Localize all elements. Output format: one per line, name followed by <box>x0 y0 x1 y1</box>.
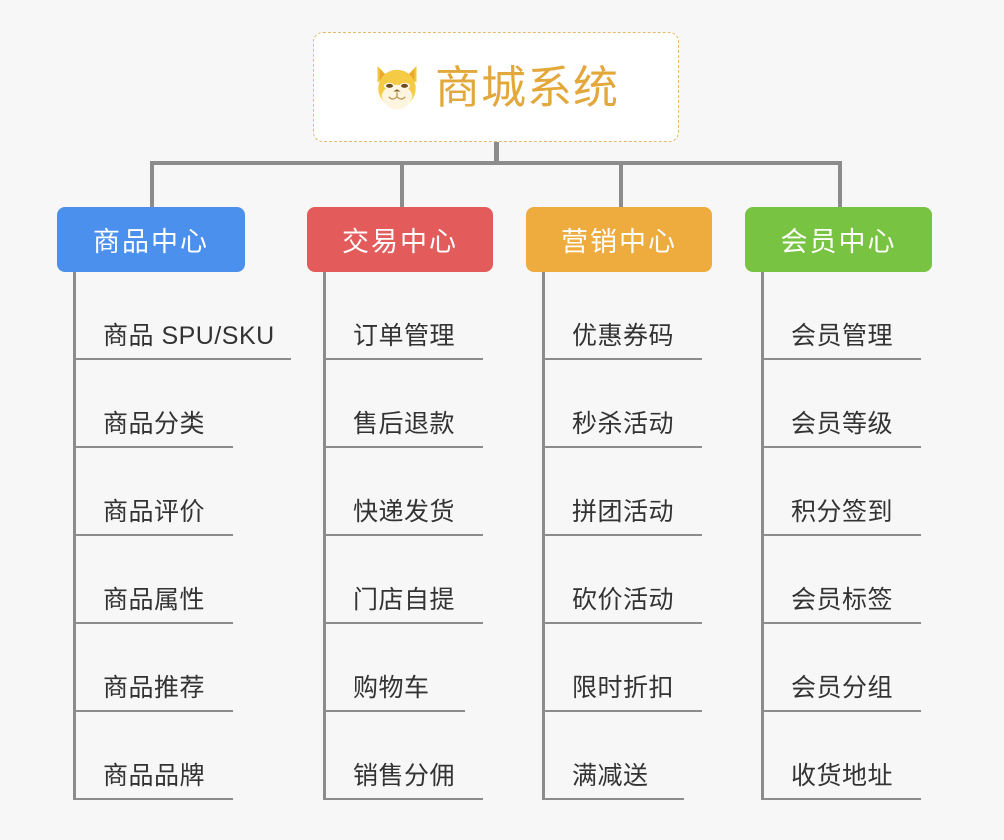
leaf-list: 会员管理会员等级积分签到会员标签会员分组收货地址 <box>761 272 921 800</box>
leaf-item[interactable]: 收货地址 <box>761 712 921 800</box>
leaf-item[interactable]: 销售分佣 <box>323 712 483 800</box>
category-drop-connector <box>838 161 842 207</box>
leaf-item-label: 商品推荐 <box>103 674 206 702</box>
leaf-item[interactable]: 会员分组 <box>761 624 921 712</box>
category-trunk-line <box>73 272 76 800</box>
leaf-item-label: 商品品牌 <box>103 762 206 790</box>
root-node[interactable]: 商城系统 <box>313 32 679 142</box>
leaf-item[interactable]: 拼团活动 <box>542 448 702 536</box>
leaf-item[interactable]: 积分签到 <box>761 448 921 536</box>
category-trunk-line <box>323 272 326 800</box>
leaf-item[interactable]: 购物车 <box>323 624 465 712</box>
leaf-item-label: 快递发货 <box>353 498 456 526</box>
category-header-label: 营销中心 <box>561 227 677 257</box>
leaf-item-label: 购物车 <box>353 674 430 702</box>
category-header-4[interactable]: 会员中心 <box>745 207 932 272</box>
leaf-list: 订单管理售后退款快递发货门店自提购物车销售分佣 <box>323 272 483 800</box>
category-header-3[interactable]: 营销中心 <box>526 207 712 272</box>
leaf-item[interactable]: 订单管理 <box>323 272 483 360</box>
shiba-dog-icon <box>377 66 417 110</box>
leaf-item-label: 销售分佣 <box>353 762 456 790</box>
leaf-item[interactable]: 商品 SPU/SKU <box>73 272 291 360</box>
leaf-item-label: 门店自提 <box>353 586 456 614</box>
leaf-item[interactable]: 会员等级 <box>761 360 921 448</box>
leaf-item-label: 满减送 <box>572 762 649 790</box>
leaf-item-label: 会员等级 <box>791 410 894 438</box>
leaf-item-label: 订单管理 <box>353 322 456 350</box>
category-drop-connector <box>400 161 404 207</box>
leaf-item-label: 积分签到 <box>791 498 894 526</box>
category-header-label: 会员中心 <box>780 227 897 257</box>
root-stem-connector <box>494 142 499 165</box>
leaf-list: 优惠券码秒杀活动拼团活动砍价活动限时折扣满减送 <box>542 272 702 800</box>
category-header-label: 交易中心 <box>342 227 458 257</box>
leaf-item[interactable]: 秒杀活动 <box>542 360 702 448</box>
leaf-item-label: 商品分类 <box>103 410 206 438</box>
leaf-item[interactable]: 会员标签 <box>761 536 921 624</box>
leaf-item-label: 优惠券码 <box>572 322 675 350</box>
leaf-item[interactable]: 商品品牌 <box>73 712 233 800</box>
category-header-label: 商品中心 <box>93 227 209 257</box>
leaf-item[interactable]: 会员管理 <box>761 272 921 360</box>
leaf-item-label: 会员管理 <box>791 322 894 350</box>
leaf-list: 商品 SPU/SKU 商品分类商品评价商品属性商品推荐商品品牌 <box>73 272 291 800</box>
leaf-item-label: 拼团活动 <box>572 498 675 526</box>
leaf-item-label: 会员标签 <box>791 586 894 614</box>
leaf-item-label: 会员分组 <box>791 674 894 702</box>
leaf-item-label: 商品 SPU/SKU <box>103 322 275 350</box>
leaf-item[interactable]: 砍价活动 <box>542 536 702 624</box>
category-trunk-line <box>542 272 545 800</box>
leaf-item-label: 商品属性 <box>103 586 206 614</box>
leaf-item[interactable]: 满减送 <box>542 712 684 800</box>
leaf-item[interactable]: 门店自提 <box>323 536 483 624</box>
leaf-item[interactable]: 售后退款 <box>323 360 483 448</box>
leaf-item[interactable]: 限时折扣 <box>542 624 702 712</box>
leaf-item-label: 商品评价 <box>103 498 206 526</box>
category-header-1[interactable]: 商品中心 <box>57 207 245 272</box>
leaf-item[interactable]: 商品评价 <box>73 448 233 536</box>
leaf-item[interactable]: 快递发货 <box>323 448 483 536</box>
category-drop-connector <box>619 161 623 207</box>
category-column-1: 商品中心商品 SPU/SKU 商品分类商品评价商品属性商品推荐商品品牌 <box>57 161 291 800</box>
category-column-4: 会员中心会员管理会员等级积分签到会员标签会员分组收货地址 <box>745 161 932 800</box>
category-trunk-line <box>761 272 764 800</box>
horizontal-bus-connector <box>150 161 840 165</box>
leaf-item[interactable]: 商品推荐 <box>73 624 233 712</box>
leaf-item-label: 砍价活动 <box>572 586 675 614</box>
leaf-item[interactable]: 优惠券码 <box>542 272 702 360</box>
category-column-2: 交易中心订单管理售后退款快递发货门店自提购物车销售分佣 <box>307 161 493 800</box>
leaf-item-label: 秒杀活动 <box>572 410 675 438</box>
category-drop-connector <box>150 161 154 207</box>
leaf-item[interactable]: 商品分类 <box>73 360 233 448</box>
leaf-item-label: 限时折扣 <box>572 674 675 702</box>
leaf-item[interactable]: 商品属性 <box>73 536 233 624</box>
leaf-item-label: 售后退款 <box>353 410 456 438</box>
category-column-3: 营销中心优惠券码秒杀活动拼团活动砍价活动限时折扣满减送 <box>526 161 712 800</box>
leaf-item-label: 收货地址 <box>791 762 894 790</box>
root-title: 商城系统 <box>434 61 619 113</box>
category-header-2[interactable]: 交易中心 <box>307 207 493 272</box>
